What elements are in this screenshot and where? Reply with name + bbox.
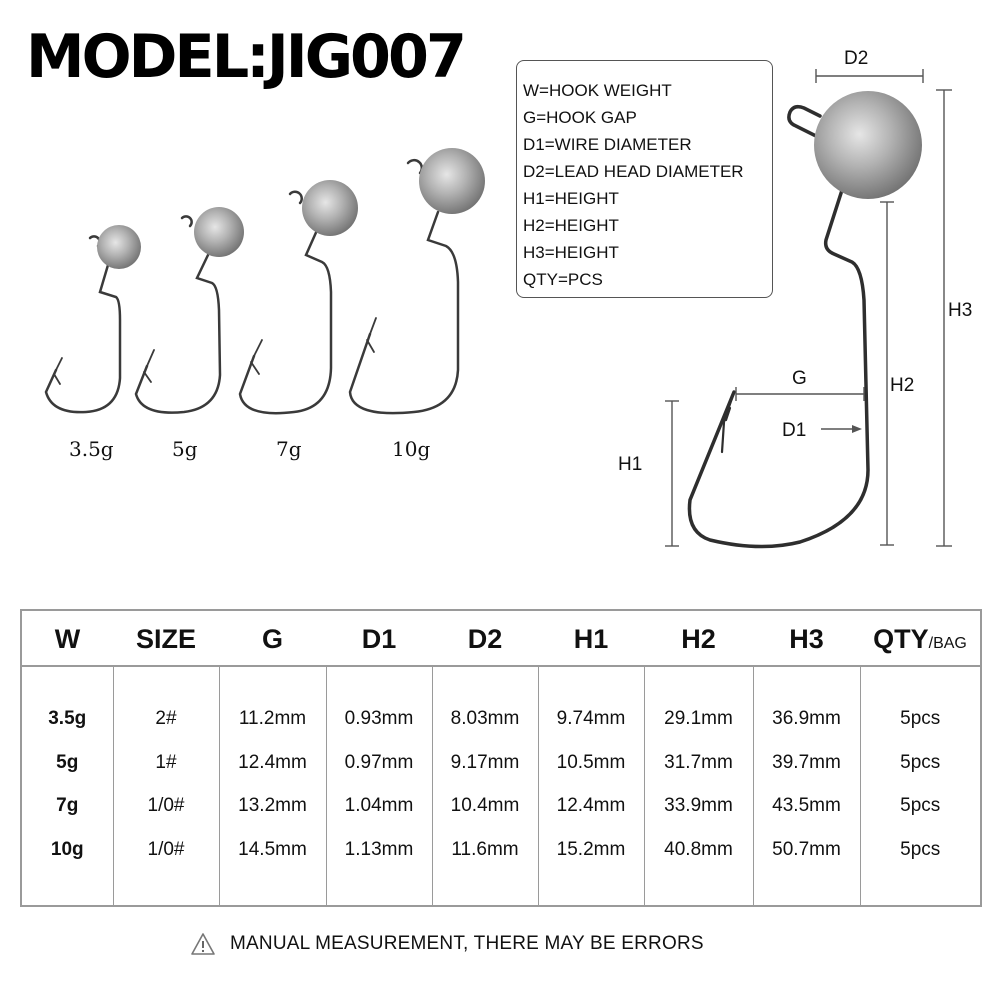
column-header-w: W bbox=[21, 610, 113, 667]
hook-weight-label: 7g bbox=[276, 437, 302, 461]
table-cell: 1/0# bbox=[147, 838, 185, 860]
table-cell: 1# bbox=[155, 751, 177, 773]
table-cell: 5pcs bbox=[900, 751, 941, 773]
table-cell: 5g bbox=[56, 751, 79, 773]
column-h3: 36.9mm 39.7mm 43.5mm 50.7mm bbox=[752, 666, 860, 906]
hook-weight-label: 10g bbox=[392, 437, 431, 461]
qty-suffix: /BAG bbox=[928, 634, 967, 652]
table-cell: 33.9mm bbox=[664, 795, 733, 816]
dimension-label-d1: D1 bbox=[782, 420, 807, 441]
column-header-size: SIZE bbox=[113, 610, 219, 667]
table-cell: 0.97mm bbox=[344, 751, 414, 773]
table-cell: 39.7mm bbox=[772, 751, 841, 773]
hook-10g-icon bbox=[348, 148, 485, 415]
hook-weight-label: 3.5g bbox=[69, 437, 114, 461]
table-header-row: W SIZE G D1 D2 H1 H2 H3 QTY/BAG bbox=[21, 610, 981, 667]
hook-7g-icon bbox=[238, 180, 358, 415]
hook-diagram-icon bbox=[687, 91, 922, 549]
table-cell: 5pcs bbox=[900, 708, 941, 729]
dimension-label-h3: H3 bbox=[948, 300, 973, 321]
legend-item-h1: H1=HEIGHT bbox=[523, 189, 619, 208]
table-cell: 9.17mm bbox=[450, 751, 520, 773]
warning-triangle-icon bbox=[191, 933, 215, 955]
legend-item-g: G=HOOK GAP bbox=[523, 108, 637, 127]
column-h2: 29.1mm 31.7mm 33.9mm 40.8mm bbox=[643, 666, 753, 906]
table-cell: 31.7mm bbox=[664, 751, 733, 773]
column-header-h3: H3 bbox=[753, 610, 860, 667]
table-cell: 10.5mm bbox=[556, 751, 626, 773]
legend-item-d2: D2=LEAD HEAD DIAMETER bbox=[523, 162, 744, 181]
column-header-g: G bbox=[219, 610, 326, 667]
table-cell: 0.93mm bbox=[344, 708, 414, 729]
qty-label: QTY bbox=[873, 623, 929, 654]
table-cell: 8.03mm bbox=[450, 708, 520, 729]
table-cell: 9.74mm bbox=[556, 708, 626, 729]
table-cell: 12.4mm bbox=[556, 795, 626, 816]
table-cell: 12.4mm bbox=[238, 751, 307, 773]
note-text: MANUAL MEASUREMENT, THERE MAY BE ERRORS bbox=[230, 933, 704, 954]
table-cell: 3.5g bbox=[48, 708, 87, 729]
dimension-lines bbox=[665, 69, 952, 547]
table-cell: 40.8mm bbox=[664, 838, 733, 860]
table-cell: 1.04mm bbox=[344, 795, 414, 816]
column-d1: 0.93mm 0.97mm 1.04mm 1.13mm bbox=[325, 666, 432, 906]
spec-table: W SIZE G D1 D2 H1 H2 H3 QTY/BAG 3.5g 5g … bbox=[20, 609, 982, 907]
table-cell: 2# bbox=[155, 708, 177, 729]
dimension-label-d2: D2 bbox=[844, 48, 869, 69]
table-cell: 5pcs bbox=[900, 795, 941, 816]
column-h1: 9.74mm 10.5mm 12.4mm 15.2mm bbox=[537, 666, 644, 906]
table-body: 3.5g 5g 7g 10g 2# 1# 1/0# 1/0# 11.2mm 12… bbox=[21, 666, 981, 906]
column-header-d1: D1 bbox=[326, 610, 432, 667]
legend-box: W=HOOK WEIGHT G=HOOK GAP D1=WIRE DIAMETE… bbox=[516, 60, 773, 298]
column-header-qty: QTY/BAG bbox=[860, 610, 981, 667]
legend-item-h2: H2=HEIGHT bbox=[523, 216, 619, 235]
legend-item-w: W=HOOK WEIGHT bbox=[523, 81, 672, 100]
table-cell: 5pcs bbox=[900, 838, 941, 860]
column-header-d2: D2 bbox=[432, 610, 538, 667]
table-cell: 1/0# bbox=[147, 795, 185, 816]
table-cell: 36.9mm bbox=[772, 708, 841, 729]
table-cell: 14.5mm bbox=[238, 838, 307, 860]
column-size: 2# 1# 1/0# 1/0# bbox=[112, 666, 219, 906]
table-cell: 50.7mm bbox=[772, 838, 841, 860]
column-header-h1: H1 bbox=[538, 610, 644, 667]
column-qty: 5pcs 5pcs 5pcs 5pcs bbox=[859, 666, 981, 906]
table-cell: 10.4mm bbox=[450, 795, 520, 816]
dimension-label-g: G bbox=[792, 368, 807, 389]
legend-item-h3: H3=HEIGHT bbox=[523, 243, 619, 262]
table-cell: 29.1mm bbox=[664, 708, 733, 729]
legend-item-d1: D1=WIRE DIAMETER bbox=[523, 135, 692, 154]
table-cell: 11.2mm bbox=[238, 708, 307, 729]
hook-weight-label: 5g bbox=[172, 437, 198, 461]
table-cell: 10g bbox=[50, 838, 84, 860]
measurement-note: MANUAL MEASUREMENT, THERE MAY BE ERRORS bbox=[190, 932, 704, 956]
column-g: 11.2mm 12.4mm 13.2mm 14.5mm bbox=[218, 666, 326, 906]
table-cell: 15.2mm bbox=[556, 838, 626, 860]
dimension-label-h2: H2 bbox=[890, 375, 915, 396]
hook-illustrations bbox=[44, 69, 952, 549]
table-cell: 1.13mm bbox=[344, 838, 414, 860]
hook-3-5g-icon bbox=[44, 225, 141, 414]
legend-item-qty: QTY=PCS bbox=[523, 270, 603, 289]
table-cell: 11.6mm bbox=[451, 838, 519, 860]
hook-5g-icon bbox=[134, 207, 244, 414]
dimension-label-h1: H1 bbox=[618, 454, 643, 475]
table-cell: 13.2mm bbox=[238, 795, 307, 816]
table-cell: 43.5mm bbox=[772, 795, 841, 816]
column-d2: 8.03mm 9.17mm 10.4mm 11.6mm bbox=[431, 666, 538, 906]
page-title: MODEL:JIG007 bbox=[26, 22, 467, 92]
column-header-h2: H2 bbox=[644, 610, 753, 667]
column-w: 3.5g 5g 7g 10g bbox=[21, 666, 113, 906]
table-cell: 7g bbox=[56, 795, 79, 816]
